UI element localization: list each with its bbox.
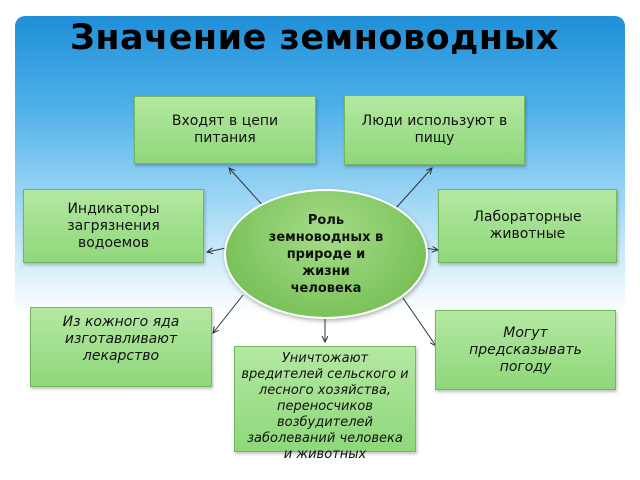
arrow-weather (402, 297, 436, 346)
center-node: Роль земноводных в природе и жизни челов… (224, 189, 428, 319)
arrow-food-chain (229, 168, 266, 209)
node-pests: Уничтожают вредителей сельского и лесног… (234, 346, 416, 462)
node-indicators-label: Индикаторы загрязнения водоемов (67, 200, 160, 251)
node-lab: Лабораторные животные (438, 189, 617, 263)
node-lab-label: Лабораторные животные (473, 209, 582, 242)
node-indicators: Индикаторы загрязнения водоемов (23, 189, 204, 263)
node-food-use-label: Люди используют в пищу (361, 113, 508, 146)
node-weather: Могут предсказывать погоду (435, 310, 616, 390)
arrow-food-use (395, 168, 432, 209)
arrow-medicine (213, 294, 244, 333)
page-title: Значение земноводных (70, 18, 559, 58)
node-medicine-label: Из кожного яда изготавливают лекарство (62, 314, 180, 364)
node-food-use: Люди используют в пищу (344, 95, 525, 165)
node-pests-label: Уничтожают вредителей сельского и лесног… (241, 351, 409, 462)
node-food-chain: Входят в цепи питания (134, 96, 316, 164)
node-weather-label: Могут предсказывать погоду (469, 324, 582, 375)
center-node-label: Роль земноводных в природе и жизни челов… (268, 212, 384, 296)
arrow-indicators (207, 248, 227, 252)
node-food-chain-label: Входят в цепи питания (171, 113, 279, 146)
node-medicine: Из кожного яда изготавливают лекарство (30, 307, 212, 387)
